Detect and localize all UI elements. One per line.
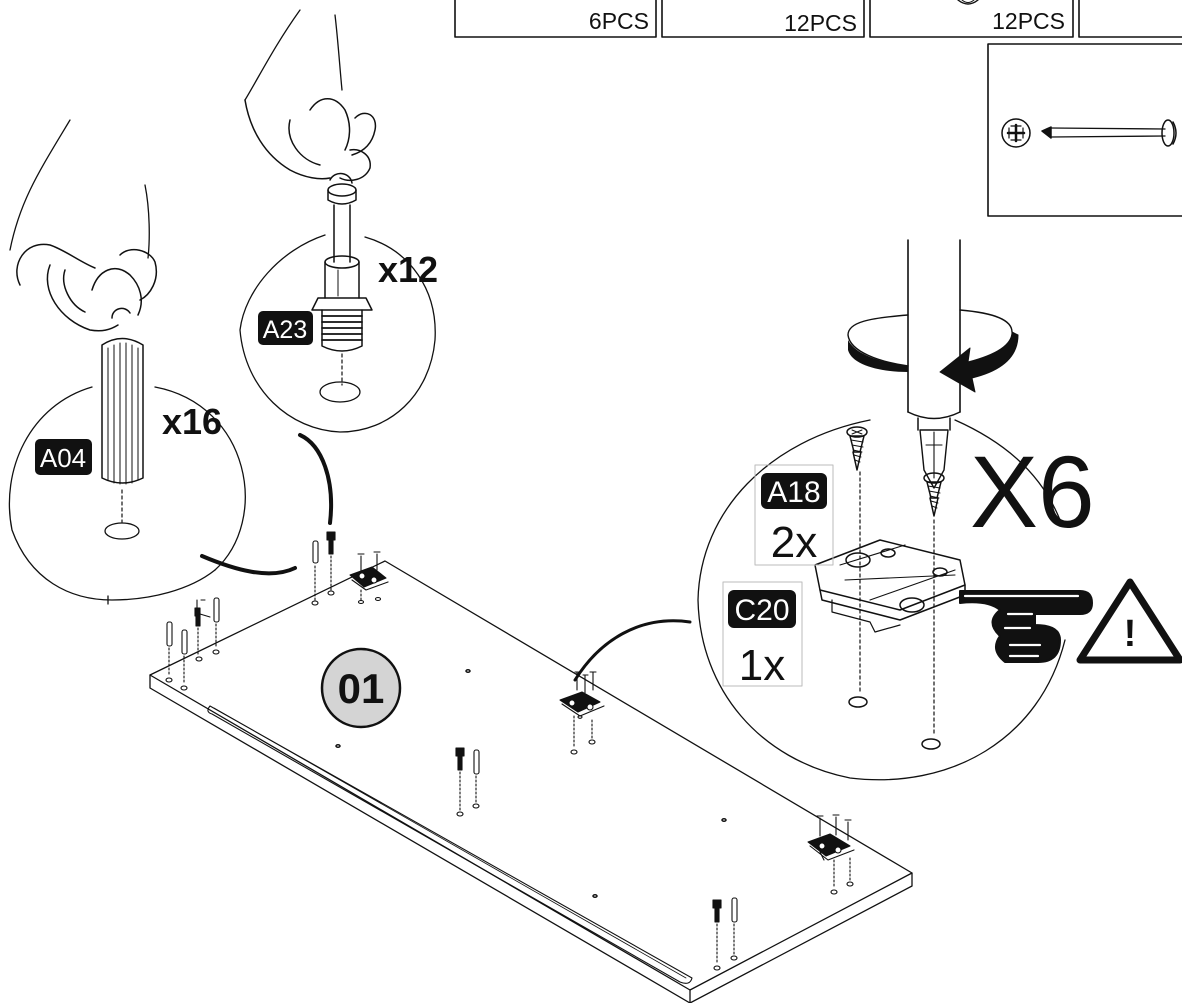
warning-symbol: ! [1124, 613, 1137, 655]
dowel-multiplier: x16 [162, 401, 222, 442]
dowel-callout: A04 x16 [9, 120, 295, 604]
phillips-screw-icon [1002, 119, 1176, 147]
parts-qty-3: 12PCS [992, 8, 1065, 34]
panel [150, 561, 912, 1003]
screw-head-icon [958, 0, 978, 4]
pointing-hand-icon [960, 591, 1092, 662]
rotation-arrow-icon [848, 310, 1018, 392]
hinge-multiplier: X6 [970, 435, 1095, 549]
step-number: 01 [338, 665, 385, 712]
cam-bolt-multiplier: x12 [378, 249, 438, 290]
hand-icon [10, 120, 156, 331]
dowel-icon [102, 339, 143, 540]
cam-bolt-callout: A23 x12 [240, 10, 438, 523]
step-number-badge: 01 [322, 649, 400, 727]
hinge-plate-icon [815, 540, 965, 632]
cam-bolt-code: A23 [263, 316, 307, 344]
cam-bolt-icon [312, 184, 372, 402]
hinge-callout: A18 2x C20 1x X6 [575, 240, 1095, 780]
hand-icon [245, 10, 375, 183]
screw-code: A18 [767, 476, 820, 509]
warning-triangle-icon: ! [1080, 582, 1180, 660]
parts-qty-2: 12PCS [784, 10, 857, 36]
parts-table: 6PCS 12PCS 12PCS [455, 0, 1182, 216]
dowel-code: A04 [40, 443, 86, 473]
plate-qty: 1x [739, 641, 785, 690]
parts-qty-1: 6PCS [589, 8, 649, 34]
screw-qty: 2x [771, 518, 817, 567]
plate-code: C20 [734, 594, 789, 627]
